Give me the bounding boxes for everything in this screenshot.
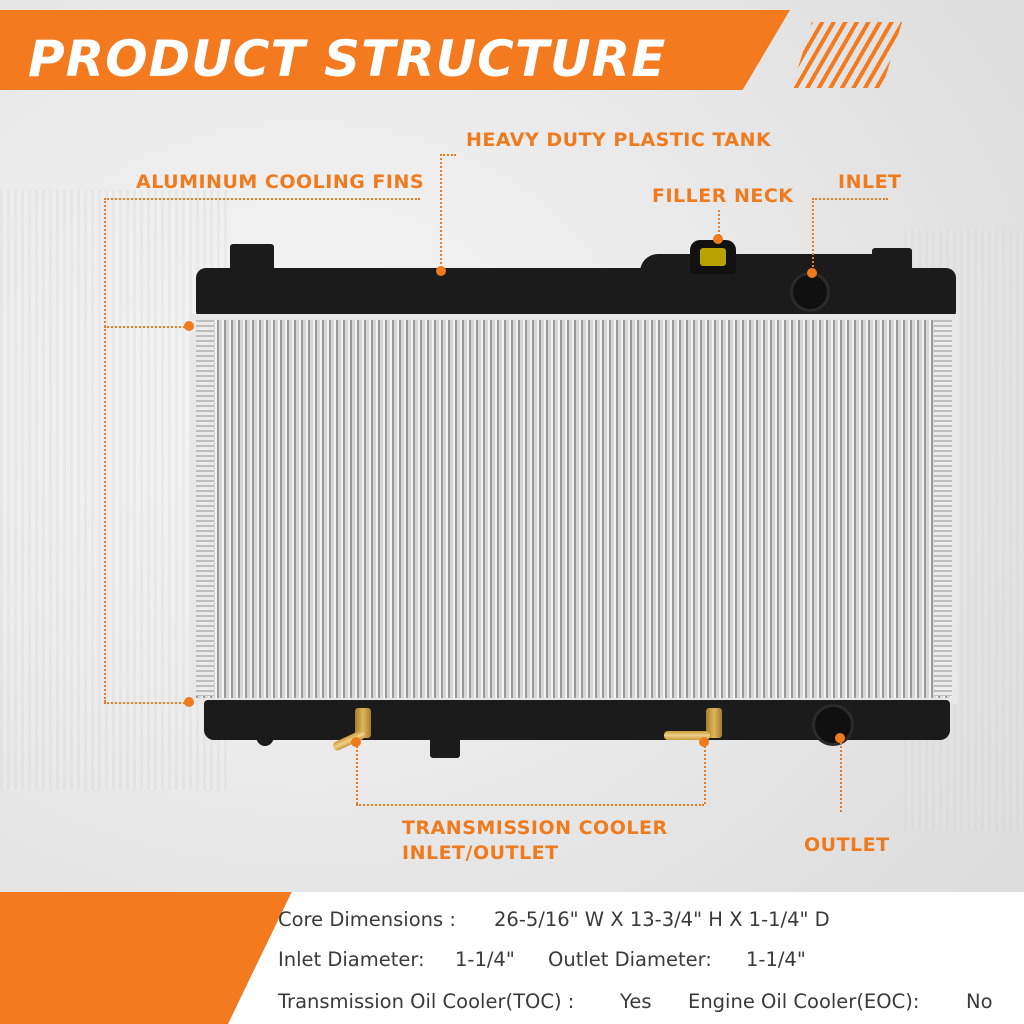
bottom-mount xyxy=(430,712,460,758)
label-transmission-line2: INLET/OUTLET xyxy=(402,842,559,864)
leader-fins-v xyxy=(104,198,106,702)
label-outlet: OUTLET xyxy=(804,834,890,856)
spec-panel xyxy=(228,892,1024,1024)
spec-inlet-label: Inlet Diameter: xyxy=(278,948,425,971)
leader-fins-dot-top xyxy=(184,321,194,331)
leader-fins-bot xyxy=(104,702,188,704)
spec-outlet-label: Outlet Diameter: xyxy=(548,948,712,971)
label-cooling-fins: ALUMINUM COOLING FINS xyxy=(136,171,425,193)
leader-trans-right-v xyxy=(704,742,706,804)
spec-toc-label: Transmission Oil Cooler(TOC) : xyxy=(278,990,575,1013)
label-plastic-tank: HEAVY DUTY PLASTIC TANK xyxy=(466,129,772,151)
leader-trans-dot-left xyxy=(351,737,361,747)
spec-core-value: 26-5/16" W X 13-3/4" H X 1-1/4" D xyxy=(494,908,830,931)
leader-tank-dot xyxy=(436,266,446,276)
transmission-pipe-right xyxy=(664,731,710,740)
leader-tank-v xyxy=(440,154,442,272)
outlet-pipe xyxy=(812,704,854,746)
spec-outlet-value: 1-1/4" xyxy=(746,948,806,971)
leader-trans-dot-right xyxy=(699,737,709,747)
spec-core-label: Core Dimensions : xyxy=(278,908,456,931)
label-transmission-line1: TRANSMISSION COOLER xyxy=(402,817,668,839)
tank-mount-right xyxy=(872,248,912,284)
leader-fins-mid xyxy=(104,326,188,328)
leader-neck-v xyxy=(718,210,720,240)
banner-stripes xyxy=(792,22,902,88)
label-filler-neck: FILLER NECK xyxy=(652,185,794,207)
aluminum-core xyxy=(190,314,958,704)
leader-trans-h xyxy=(356,804,704,806)
leader-fins-top xyxy=(104,198,420,200)
leader-inlet-dot xyxy=(807,268,817,278)
title-banner: PRODUCT STRUCTURE xyxy=(0,10,790,90)
leader-inlet-v xyxy=(812,198,814,274)
core-side-right xyxy=(934,320,952,696)
leader-fins-dot-bot xyxy=(184,697,194,707)
core-side-left xyxy=(196,320,214,696)
leader-outlet-v xyxy=(840,738,842,812)
tank-mount-left xyxy=(230,244,274,284)
filler-neck-cap xyxy=(700,248,726,266)
transmission-fitting-right xyxy=(706,708,722,738)
leader-outlet-dot xyxy=(835,733,845,743)
page-title: PRODUCT STRUCTURE xyxy=(28,30,667,88)
leader-trans-left-v xyxy=(356,742,358,804)
leader-tank-h xyxy=(440,154,456,156)
spec-eoc-label: Engine Oil Cooler(EOC): xyxy=(688,990,920,1013)
leader-neck-dot xyxy=(713,234,723,244)
label-inlet: INLET xyxy=(838,171,902,193)
top-plastic-tank xyxy=(196,268,956,316)
drain-plug xyxy=(256,726,274,746)
spec-inlet-value: 1-1/4" xyxy=(455,948,515,971)
spec-eoc-value: No xyxy=(966,990,993,1013)
leader-inlet-h xyxy=(812,198,888,200)
spec-toc-value: Yes xyxy=(620,990,652,1013)
inlet-pipe xyxy=(790,272,830,312)
